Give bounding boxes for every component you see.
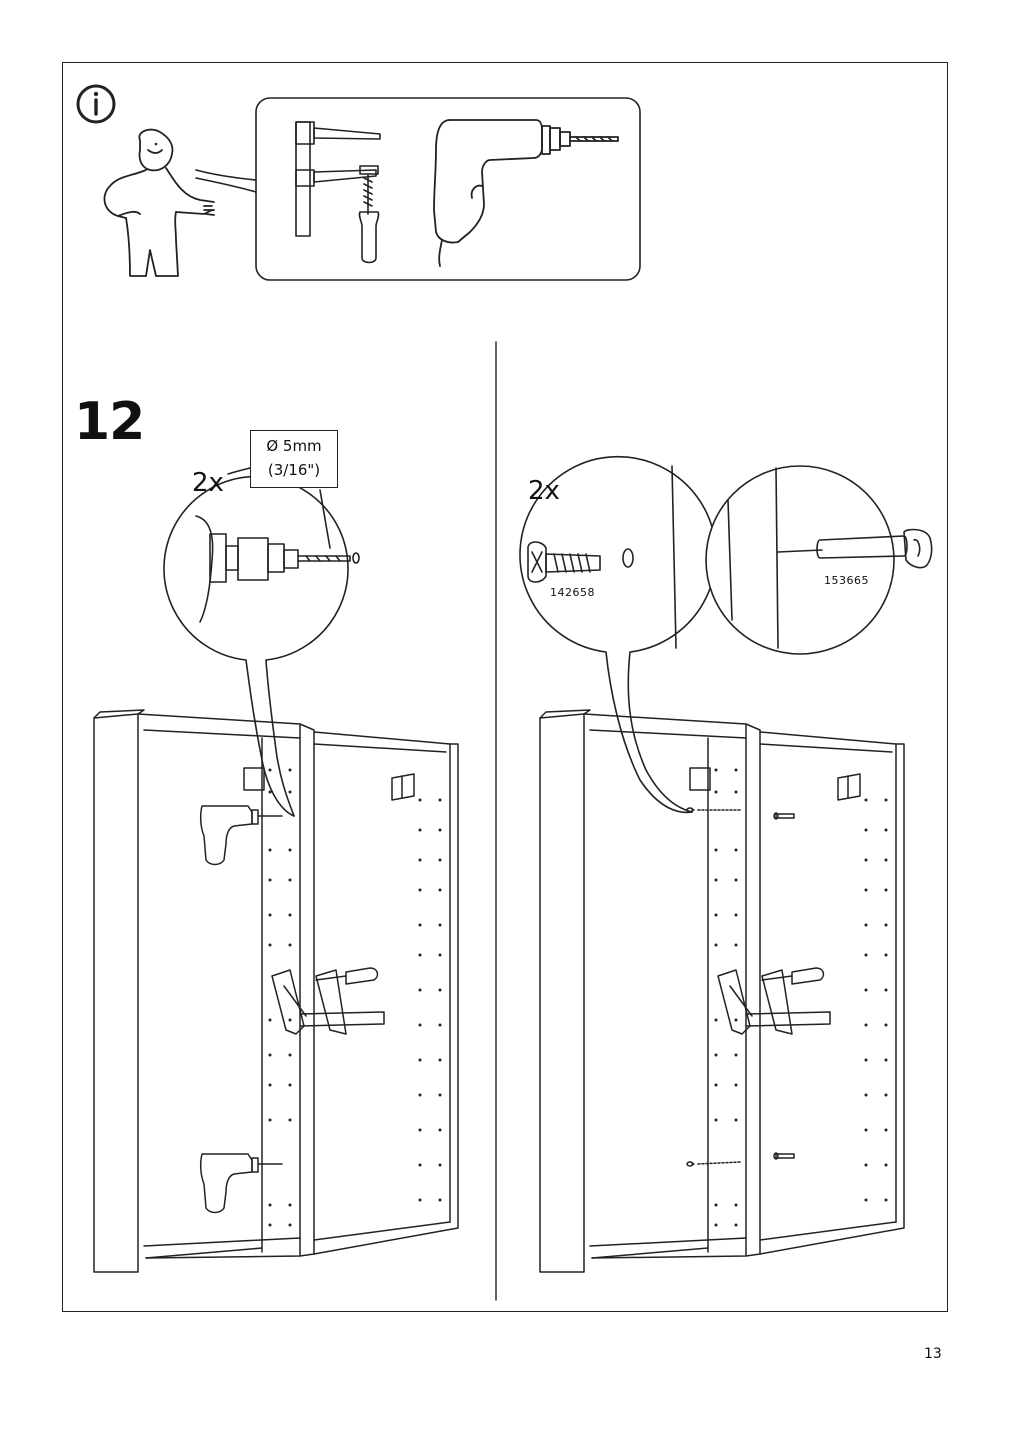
quantity-label: 2x: [192, 468, 224, 498]
speech-pointer-lower: [195, 177, 257, 193]
left-cabinet: [93, 709, 459, 1273]
page-frame: [62, 62, 948, 1312]
hole-dots: [268, 768, 442, 1227]
step-number: 12: [74, 392, 145, 452]
clamp-icon: [717, 967, 831, 1035]
info-icon: [76, 84, 116, 124]
drill-size-imperial: (3/16"): [267, 461, 321, 479]
drill-size-label: Ø 5mm (3/16"): [250, 430, 338, 488]
part-number-pin: 153665: [824, 574, 869, 587]
part-number-screw: 142658: [550, 586, 595, 599]
drill-icon: [199, 805, 283, 866]
clamp-icon: [271, 967, 385, 1035]
tools-box: [255, 97, 641, 281]
right-magnifier-screw: [519, 455, 717, 814]
quantity-label: 2x: [528, 476, 560, 506]
drill-size-metric: Ø 5mm: [266, 437, 322, 455]
clamp-icon: [295, 121, 381, 264]
right-cabinet: [539, 709, 905, 1273]
hole-dots: [714, 768, 888, 1227]
speech-pointer: [195, 169, 257, 181]
page-number: 13: [924, 1346, 942, 1362]
right-magnifier-pin: [705, 465, 933, 655]
drill-icon: [199, 1153, 283, 1214]
drill-icon: [433, 119, 619, 267]
person-icon: [103, 128, 215, 277]
